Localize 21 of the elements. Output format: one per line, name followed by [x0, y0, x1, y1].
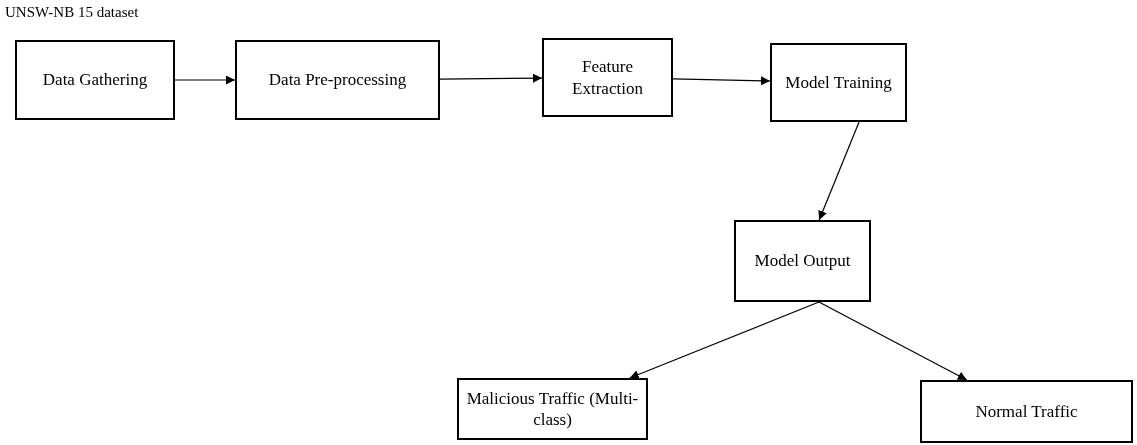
box-label: Data Gathering — [42, 69, 148, 91]
box-label: Data Pre-processing — [268, 69, 407, 91]
arrow — [439, 73, 543, 83]
box-label: Model Training — [785, 71, 892, 94]
process-box — [770, 43, 907, 122]
arrow — [818, 301, 968, 381]
process-box — [920, 380, 1133, 443]
process-box — [235, 40, 440, 120]
process-box — [542, 38, 673, 117]
box-label: Model Output — [754, 250, 851, 272]
arrow — [174, 75, 236, 85]
process-box — [15, 40, 175, 120]
diagram-title: UNSW-NB 15 dataset — [5, 4, 139, 21]
box-label: Normal Traffic — [975, 400, 1078, 423]
arrow — [818, 121, 860, 221]
arrow — [672, 76, 771, 86]
process-box — [457, 378, 648, 440]
box-label: Malicious Traffic (Multi-class) — [465, 387, 640, 431]
process-box — [734, 220, 871, 302]
box-label: Feature Extraction — [571, 56, 644, 99]
arrow — [629, 301, 820, 379]
